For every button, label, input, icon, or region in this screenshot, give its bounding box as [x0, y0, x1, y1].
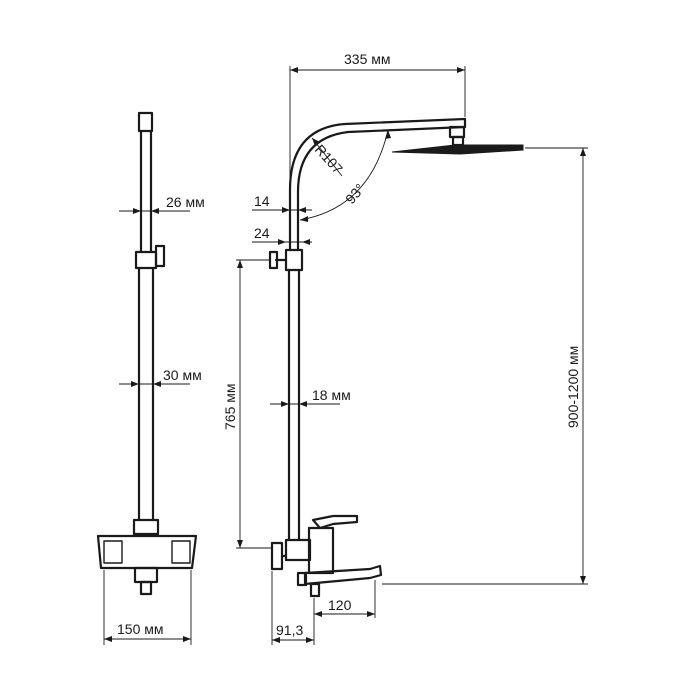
- slider-knob: [154, 244, 166, 268]
- dim-91-label: 91,3: [276, 622, 303, 638]
- dim-radius-arrow: [312, 138, 320, 146]
- spout-joint: [296, 571, 308, 587]
- dim-angle-arrow-bottom: [300, 216, 308, 222]
- dim-30-label: 30 мм: [163, 367, 202, 383]
- dim-765-arrow-top: [237, 260, 243, 268]
- dim-900-label: 900-1200 мм: [565, 346, 581, 428]
- dim-angle-arrow-top: [385, 130, 391, 139]
- mixer-left-handle: [103, 540, 123, 564]
- dim-24-arrow-left: [278, 239, 286, 245]
- dim-14-label: 14: [254, 193, 270, 209]
- dim-765-arrow-bottom: [237, 540, 243, 548]
- dim-18-arrow-right: [299, 401, 307, 407]
- dim-900-arrow-top: [580, 148, 586, 156]
- dim-120-arrow-right: [367, 611, 375, 617]
- dim-14-arrow-right: [298, 207, 306, 213]
- dim-radius-label: R107: [312, 141, 346, 177]
- dim-150-arrow-right: [183, 636, 191, 642]
- wall-plate: [270, 541, 284, 571]
- dim-18-arrow-left: [281, 401, 289, 407]
- dim-angle-label: 93°: [342, 180, 368, 207]
- top-cap: [137, 111, 154, 133]
- tube-connector: [132, 518, 160, 536]
- dim-150-arrow-left: [104, 636, 112, 642]
- side-view: 335 мм R107 93° 14 24 18 мм 765 мм: [222, 51, 588, 645]
- dim-30-arrow-right: [153, 381, 161, 387]
- shower-head: [391, 144, 524, 155]
- dim-900-arrow-bottom: [580, 576, 586, 584]
- dim-angle-arc: [299, 129, 389, 221]
- bath-spout: [303, 564, 383, 586]
- dim-335-arrow-left: [290, 67, 298, 73]
- mixer-spout: [133, 566, 159, 584]
- dim-18-label: 18 мм: [312, 387, 351, 403]
- arm-inner: [296, 125, 467, 233]
- front-view: 26 мм 30 мм 150 мм: [96, 111, 205, 645]
- dim-335-label: 335 мм: [344, 51, 391, 67]
- slider-holder: [134, 250, 158, 270]
- head-joint: [451, 135, 465, 147]
- dim-150-label: 150 мм: [117, 621, 164, 637]
- mixer-body: [96, 534, 198, 570]
- side-slider-knob: [268, 250, 279, 270]
- dim-765-label: 765 мм: [222, 384, 238, 431]
- dim-26-arrow-left: [133, 208, 141, 214]
- dim-30-arrow-left: [131, 381, 139, 387]
- side-slider: [284, 248, 304, 272]
- dim-14-arrow-left: [282, 207, 290, 213]
- mixer-lever: [311, 514, 359, 530]
- spout-bottom: [309, 582, 321, 598]
- dim-26-arrow-right: [151, 208, 159, 214]
- dim-91-arrow-right: [306, 637, 314, 643]
- mixer-spout-tip: [139, 580, 153, 596]
- dim-24-label: 24: [254, 225, 270, 241]
- mixer-right-handle: [171, 540, 191, 564]
- dim-91-arrow-left: [272, 637, 280, 643]
- dim-120-label: 120: [328, 597, 352, 613]
- dim-120-arrow-left: [314, 611, 322, 617]
- dim-24-arrow-right: [302, 239, 310, 245]
- arm-outer: [288, 117, 467, 233]
- dim-335-arrow-right: [457, 67, 465, 73]
- mixer-valve: [284, 538, 312, 562]
- mixer-cartridge: [307, 526, 335, 575]
- dim-26-label: 26 мм: [166, 194, 205, 210]
